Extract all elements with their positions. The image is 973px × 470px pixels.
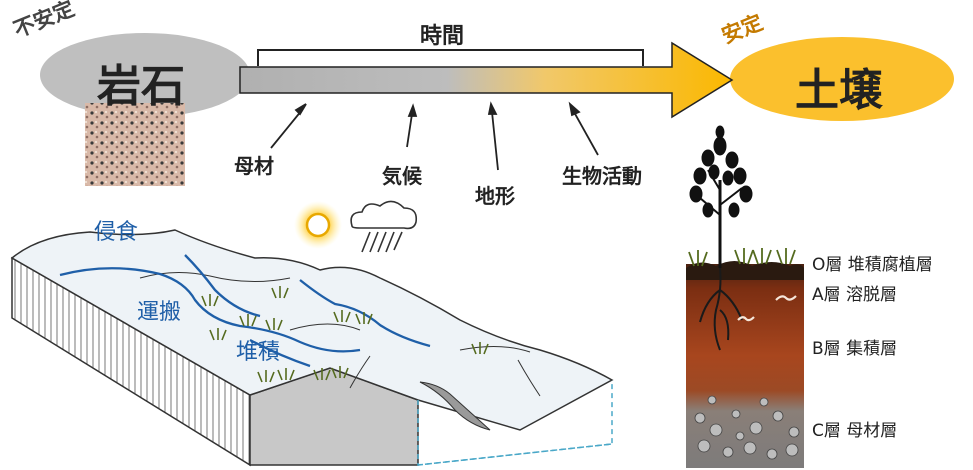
soil-profile-column — [686, 261, 804, 468]
grass-tufts — [201, 286, 489, 383]
transport-label: 運搬 — [137, 300, 182, 325]
granite-sample-image — [85, 103, 185, 186]
soil-grass — [688, 248, 796, 267]
soil-label: 土壌 — [795, 65, 883, 116]
factor-pointers — [270, 101, 599, 171]
rock-label: 岩石 — [97, 61, 185, 112]
erosion-label: 侵食 — [94, 220, 139, 245]
horizon-c-label: C層 母材層 — [812, 421, 898, 441]
sun-icon — [294, 201, 342, 249]
deposition-label: 堆積 — [236, 340, 281, 365]
time-bracket — [257, 49, 644, 66]
horizon-o-label: O層 堆積腐植層 — [812, 255, 933, 275]
rock-ellipse — [40, 33, 250, 117]
soil-ellipse — [730, 37, 954, 121]
time-arrow — [239, 41, 734, 119]
horizon-a-label: A層 溶脱層 — [812, 285, 898, 305]
tree-icon — [689, 125, 753, 268]
factor-topography: 地形 — [475, 184, 515, 208]
time-label: 時間 — [420, 24, 465, 49]
factor-parent-material: 母材 — [234, 154, 274, 178]
horizon-b-label: B層 集積層 — [812, 339, 898, 359]
factor-climate: 気候 — [382, 164, 422, 188]
rain-cloud-icon — [350, 200, 418, 253]
landscape-block — [10, 229, 614, 467]
factor-biological-activity: 生物活動 — [562, 164, 642, 188]
river-lines — [59, 254, 431, 368]
